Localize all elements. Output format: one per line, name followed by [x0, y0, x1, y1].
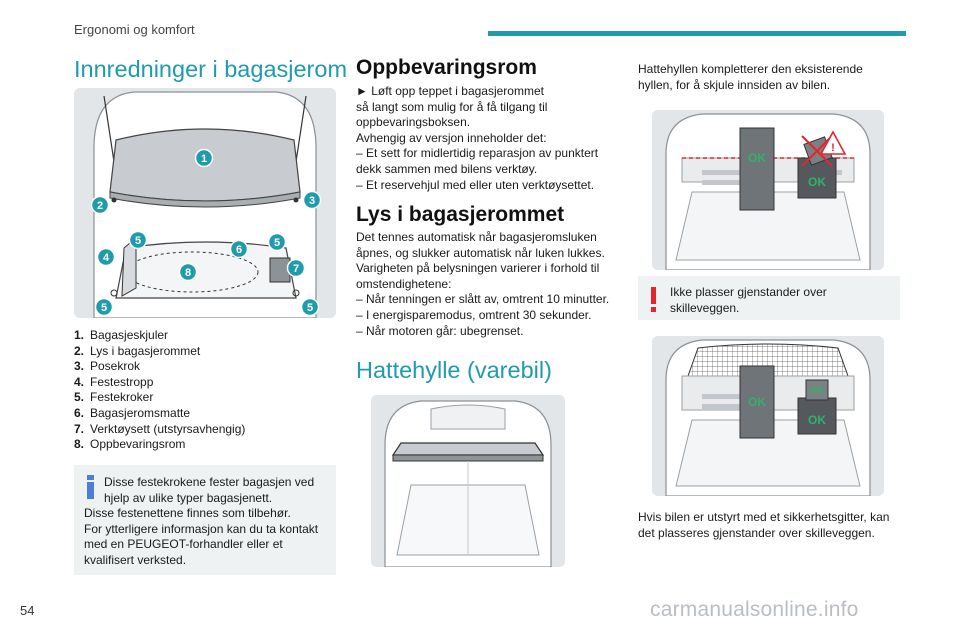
legend-item: 5.Festekroker	[74, 390, 154, 405]
info-line: med en PEUGEOT-forhandler eller et	[84, 537, 283, 552]
legend-item: 8.Oppbevaringsrom	[74, 437, 186, 452]
light-line: – Når tenningen er slått av, omtrent 10 …	[356, 292, 610, 307]
callout-3: 3	[302, 190, 322, 210]
shelf-without-grille-svg: ! OK OK	[652, 110, 884, 270]
ok-label: OK	[748, 395, 766, 409]
intro-line: Hattehyllen kompletterer den eksisterend…	[638, 62, 863, 76]
shelf-with-grille-svg: OK OK OK	[652, 336, 884, 496]
section-heading-parcel-shelf: Hattehylle (varebil)	[356, 357, 552, 383]
shelf-with-grille-illustration: OK OK OK	[652, 336, 884, 496]
info-line: For ytterligere informasjon kan du ta ko…	[84, 521, 319, 536]
watermark: carmanualsonline.info	[650, 598, 859, 621]
intro-line: hyllen, for å skjule innsiden av bilen.	[638, 77, 831, 92]
warning-line: Ikke plasser gjenstander over	[670, 285, 827, 299]
storage-line: – Et reservehjul med eller uten verktøys…	[356, 177, 595, 192]
light-line: – I energisparemodus, omtrent 30 sekunde…	[356, 307, 592, 322]
legend-item: 1.Bagasjeskjuler	[74, 328, 169, 342]
section-heading-trunk-light: Lys i bagasjerommet	[356, 203, 565, 226]
storage-line: ► Løft opp teppet i bagasjerommet	[356, 84, 544, 98]
warning-box: Ikke plasser gjenstander over skillevegg…	[638, 276, 900, 320]
info-line: Disse festekrokene fester bagasjen ved	[104, 475, 315, 489]
parcel-shelf-illustration	[371, 395, 565, 567]
light-line: Varigheten på belysningen varierer i for…	[356, 261, 600, 276]
svg-text:4: 4	[103, 252, 110, 264]
svg-text:8: 8	[185, 267, 191, 279]
light-line: åpnes, og slukker automatisk når luken l…	[356, 245, 605, 260]
running-header: Ergonomi og komfort	[74, 22, 195, 37]
storage-line: oppbevaringsboksen.	[356, 115, 471, 130]
callout-5c: 5	[267, 232, 287, 252]
outro-paragraph: Hvis bilen er utstyrt med et sikkerhetsg…	[638, 510, 904, 541]
ok-label: OK	[808, 413, 826, 427]
page-number: 54	[20, 603, 35, 618]
callout-6: 6	[229, 239, 249, 259]
outro-line: Hvis bilen er utstyrt med et sikkerhetsg…	[638, 510, 890, 524]
callout-2: 2	[90, 195, 110, 215]
callout-layer: 1 2 3 4 5 5 6 5 7 8 5	[90, 148, 322, 317]
callout-7: 7	[286, 258, 306, 278]
svg-text:1: 1	[201, 153, 207, 165]
storage-line: så langt som mulig for å få tilgang til	[356, 99, 548, 114]
storage-line: – Et sett for midlertidig reparasjon av …	[356, 146, 599, 161]
legend-item: 4.Festestropp	[74, 374, 154, 389]
info-line: hjelp av ulike typer bagasjenett.	[104, 490, 273, 505]
storage-line: Avhengig av versjon inneholder det:	[356, 130, 547, 145]
info-line: kvalifisert verksted.	[84, 552, 187, 567]
callout-4: 4	[96, 247, 116, 267]
section-heading-trunk-fittings: Innredninger i bagasjerom	[74, 56, 348, 82]
legend-list: 1.Bagasjeskjuler 2.Lys i bagasjerommet 3…	[74, 328, 340, 453]
callout-5b: 5	[94, 297, 114, 317]
storage-line: dekk sammen med bilens verktøy.	[356, 161, 538, 176]
callout-8: 8	[178, 262, 198, 282]
info-note-box: Disse festekrokene fester bagasjen ved h…	[74, 465, 336, 575]
light-line: – Når motoren går: ubegrenset.	[356, 323, 524, 338]
shelf-without-grille-illustration: ! OK OK	[652, 110, 884, 270]
info-icon	[84, 475, 98, 499]
svg-text:5: 5	[274, 237, 280, 249]
header-accent-bar	[488, 31, 906, 36]
trunk-fittings-illustration: 1 2 3 4 5 5 6 5 7 8 5	[74, 88, 336, 318]
svg-text:7: 7	[293, 263, 299, 275]
legend-item: 2.Lys i bagasjerommet	[74, 343, 201, 358]
section-heading-storage: Oppbevaringsrom	[356, 56, 537, 79]
storage-paragraph: ► Løft opp teppet i bagasjerommet så lan…	[356, 84, 618, 193]
info-line: Disse festenettene finnes som tilbehør.	[84, 506, 291, 521]
light-line: omstendighetene:	[356, 276, 452, 291]
legend-item: 6.Bagasjeromsmatte	[74, 405, 191, 420]
legend-item: 3.Posekrok	[74, 359, 141, 374]
legend-item: 7.Verktøysett (utstyrsavhengig)	[74, 421, 246, 436]
warning-line: skilleveggen.	[670, 300, 740, 315]
light-paragraph: Det tennes automatisk når bagasjeromsluk…	[356, 230, 618, 339]
svg-text:5: 5	[307, 302, 313, 314]
ok-label: OK	[748, 151, 766, 165]
svg-text:3: 3	[309, 195, 315, 207]
outro-line: det plasseres gjenstander over skilleveg…	[638, 525, 875, 540]
parcel-shelf-svg	[371, 395, 565, 567]
callout-5d: 5	[300, 297, 320, 317]
intro-paragraph: Hattehyllen kompletterer den eksisterend…	[638, 62, 904, 93]
ok-label: OK	[808, 175, 826, 189]
svg-text:5: 5	[135, 235, 141, 247]
svg-text:!: !	[831, 142, 835, 154]
svg-text:6: 6	[236, 244, 242, 256]
light-line: Det tennes automatisk når bagasjeromsluk…	[356, 230, 597, 244]
svg-text:2: 2	[97, 200, 103, 212]
callout-1: 1	[194, 148, 214, 168]
ok-label: OK	[810, 385, 824, 395]
svg-text:5: 5	[101, 302, 107, 314]
callout-5a: 5	[128, 230, 148, 250]
warning-icon	[648, 285, 660, 313]
